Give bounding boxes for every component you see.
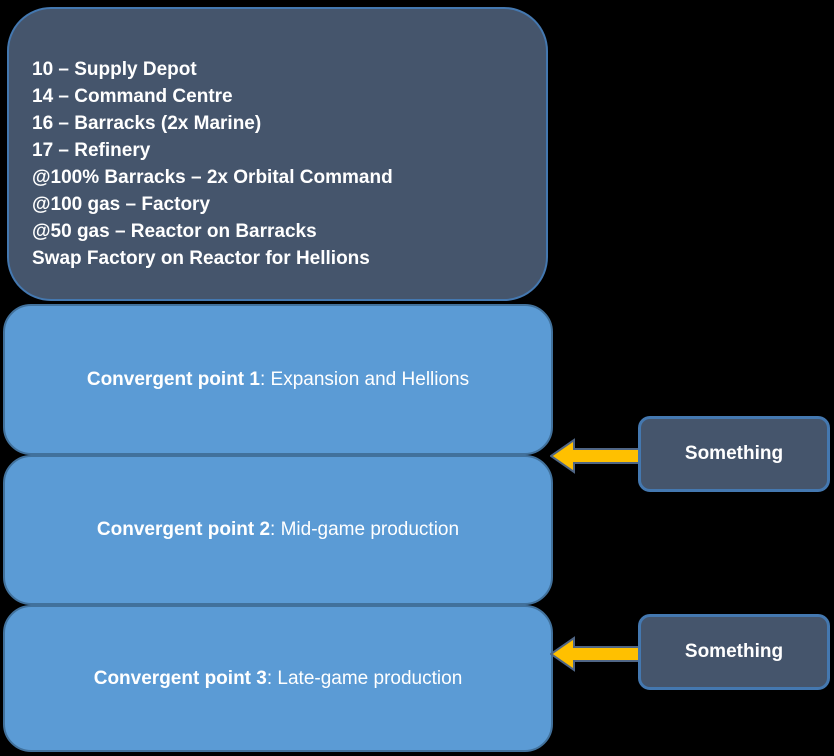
convergent-point-1-box: Convergent point 1: Expansion and Hellio… <box>3 304 553 455</box>
convergent-point-label: Convergent point 2 <box>96 519 271 540</box>
callout-label: Something <box>684 641 784 662</box>
convergent-point-label: Convergent point 3 <box>93 667 267 689</box>
build-order-line: 10 – Supply Depot <box>32 59 197 80</box>
left-arrow-icon <box>550 636 640 672</box>
convergent-point-2-box: Convergent point 2: Mid-game production <box>3 455 553 605</box>
build-order-line: 17 – Refinery <box>32 140 151 161</box>
convergent-point-label: Convergent point 1 <box>86 368 260 390</box>
convergent-point-3-box: Convergent point 3: Late-game production <box>3 605 553 752</box>
build-order-line: 14 – Command Centre <box>32 86 233 107</box>
build-order-line: @100 gas – Factory <box>32 194 211 215</box>
build-order-box: 10 – Supply Depot 14 – Command Centre 16… <box>7 7 548 301</box>
build-order-line: Swap Factory on Reactor for Hellions <box>32 248 370 269</box>
callout-something-box: Something <box>638 416 830 492</box>
convergent-point-description: : Mid-game production <box>270 519 460 540</box>
callout-label: Something <box>684 443 784 464</box>
build-order-line: 16 – Barracks (2x Marine) <box>32 113 262 134</box>
left-arrow-icon <box>550 438 640 474</box>
build-order-line: @50 gas – Reactor on Barracks <box>32 221 317 242</box>
build-order-line: @100% Barracks – 2x Orbital Command <box>32 167 393 188</box>
callout-something-box: Something <box>638 614 830 690</box>
convergent-point-description: : Expansion and Hellions <box>259 368 470 390</box>
convergent-point-description: : Late-game production <box>266 667 463 689</box>
